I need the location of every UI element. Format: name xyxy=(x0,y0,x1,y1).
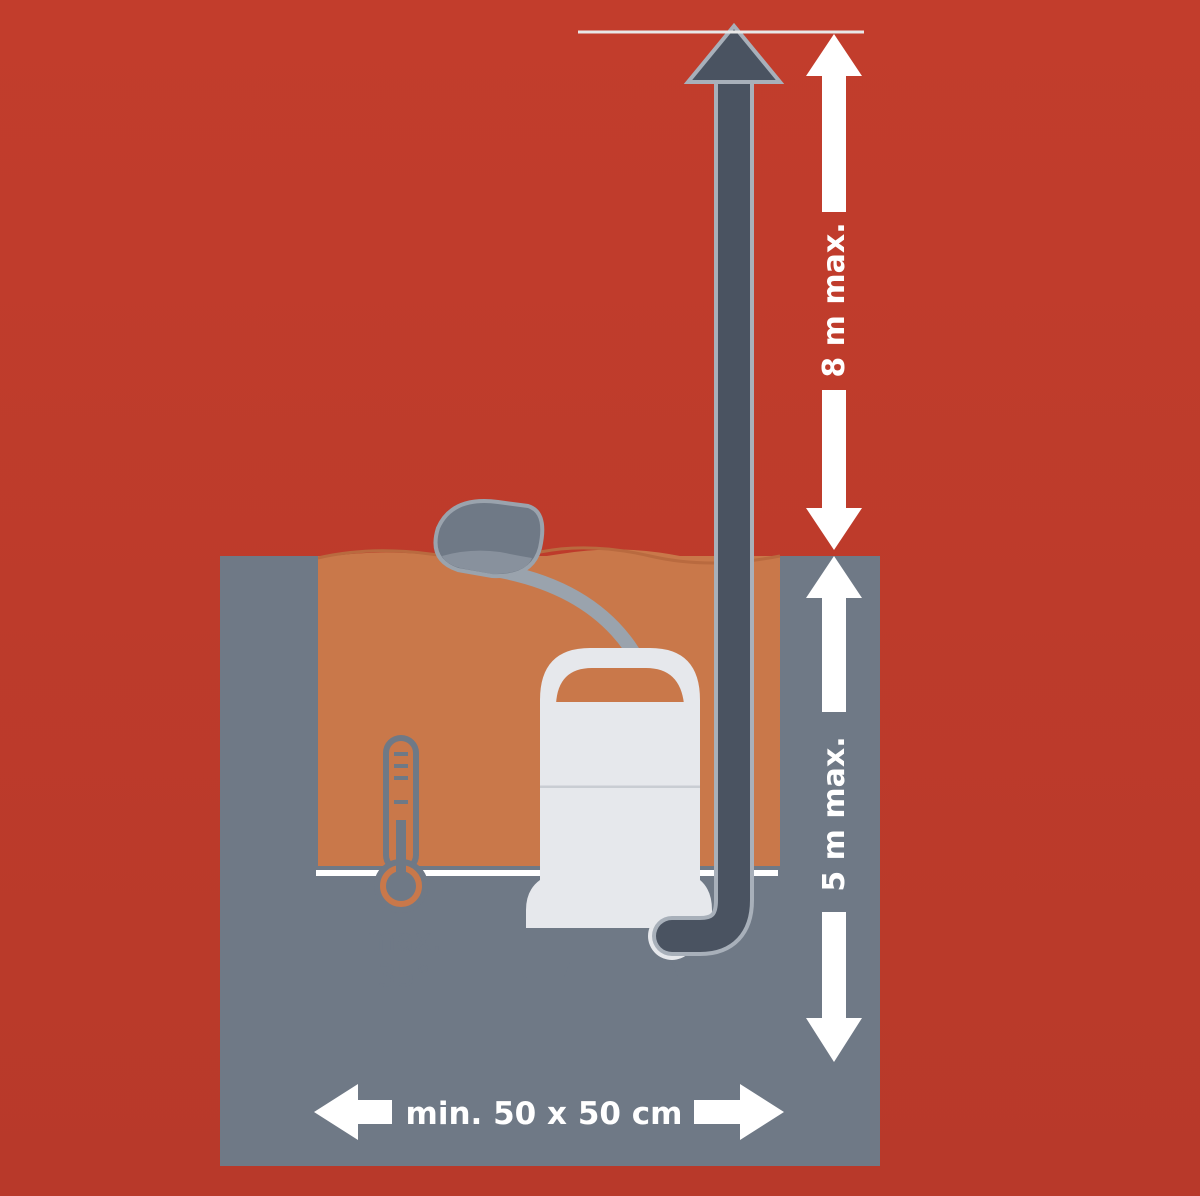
immersion-depth-arrow xyxy=(806,556,862,1062)
hose xyxy=(656,60,750,952)
immersion-depth-label: 5 m max. xyxy=(817,736,852,891)
delivery-height-label: 8 m max. xyxy=(817,222,852,377)
float-switch-icon xyxy=(433,499,545,579)
delivery-height-arrow xyxy=(806,34,862,550)
pump-body xyxy=(526,788,712,930)
shaft-size-label: min. 50 x 50 cm xyxy=(406,1096,683,1132)
temp-label-line1: max. xyxy=(367,923,442,958)
pump-handle-gap xyxy=(556,668,684,704)
temp-label-line2: 35° xyxy=(377,959,430,994)
hose-arrow-up xyxy=(683,22,785,84)
thermometer-icon xyxy=(374,735,428,913)
shaft-width-arrow xyxy=(314,1084,784,1140)
